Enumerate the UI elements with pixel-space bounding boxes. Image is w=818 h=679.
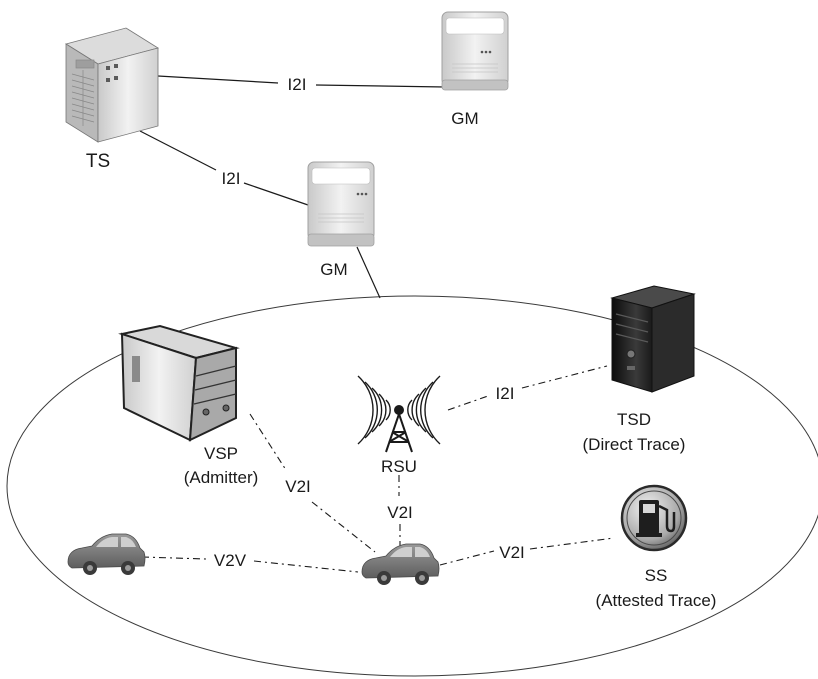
link-label-car-ss: V2I <box>499 543 525 562</box>
car-icon <box>361 543 440 585</box>
link-label-rsu-car: V2I <box>387 503 413 522</box>
wireless-links <box>141 365 615 573</box>
link-label-ts-gm-top: I2I <box>288 75 307 94</box>
server-tower-icon <box>65 27 159 143</box>
link-ts-gm-top-b <box>315 84 446 88</box>
server-icon <box>441 11 509 91</box>
pc-tower-icon <box>610 285 696 393</box>
car-icon <box>67 533 146 575</box>
link-ts-gm-mid-a <box>139 130 217 171</box>
link-label-vsp-car: V2I <box>285 477 311 496</box>
server-icon <box>307 161 375 247</box>
link-ts-gm-top-a <box>157 75 279 84</box>
antenna-tower-icon <box>357 375 441 453</box>
link-label-rsu-tsd: I2I <box>496 384 515 403</box>
link-ts-gm-mid-b <box>243 182 309 206</box>
fuel-station-icon <box>620 484 688 552</box>
node-label-tsd: TSD <box>617 410 651 429</box>
link-car-ss-b <box>529 537 615 550</box>
link-gm-mid-zone <box>356 246 381 299</box>
node-label-gm-top: GM <box>451 109 478 128</box>
node-sublabel-tsd: (Direct Trace) <box>583 435 686 454</box>
link-car-car-b <box>253 560 359 573</box>
node-label-ts: TS <box>86 151 110 172</box>
node-label-vsp: VSP <box>204 444 238 463</box>
link-car-car-a <box>141 556 207 560</box>
server-box-icon <box>118 324 240 442</box>
node-label-gm-mid: GM <box>320 260 347 279</box>
link-car-ss-a <box>439 550 495 566</box>
link-rsu-tsd-a <box>447 395 489 411</box>
link-rsu-tsd-b <box>521 365 608 389</box>
node-sublabel-vsp: (Admitter) <box>184 468 259 487</box>
link-label-ts-gm-mid: I2I <box>222 169 241 188</box>
node-sublabel-ss: (Attested Trace) <box>596 591 717 610</box>
node-label-rsu: RSU <box>381 457 417 476</box>
node-label-ss: SS <box>645 566 668 585</box>
vanet-zone-boundary <box>6 295 818 677</box>
wired-links <box>139 75 446 299</box>
link-vsp-car-b <box>311 501 376 553</box>
link-labels: I2I I2I I2I V2I V2I V2I V2V <box>214 75 525 570</box>
link-vsp-car-a <box>249 413 287 471</box>
link-label-car-car: V2V <box>214 551 247 570</box>
